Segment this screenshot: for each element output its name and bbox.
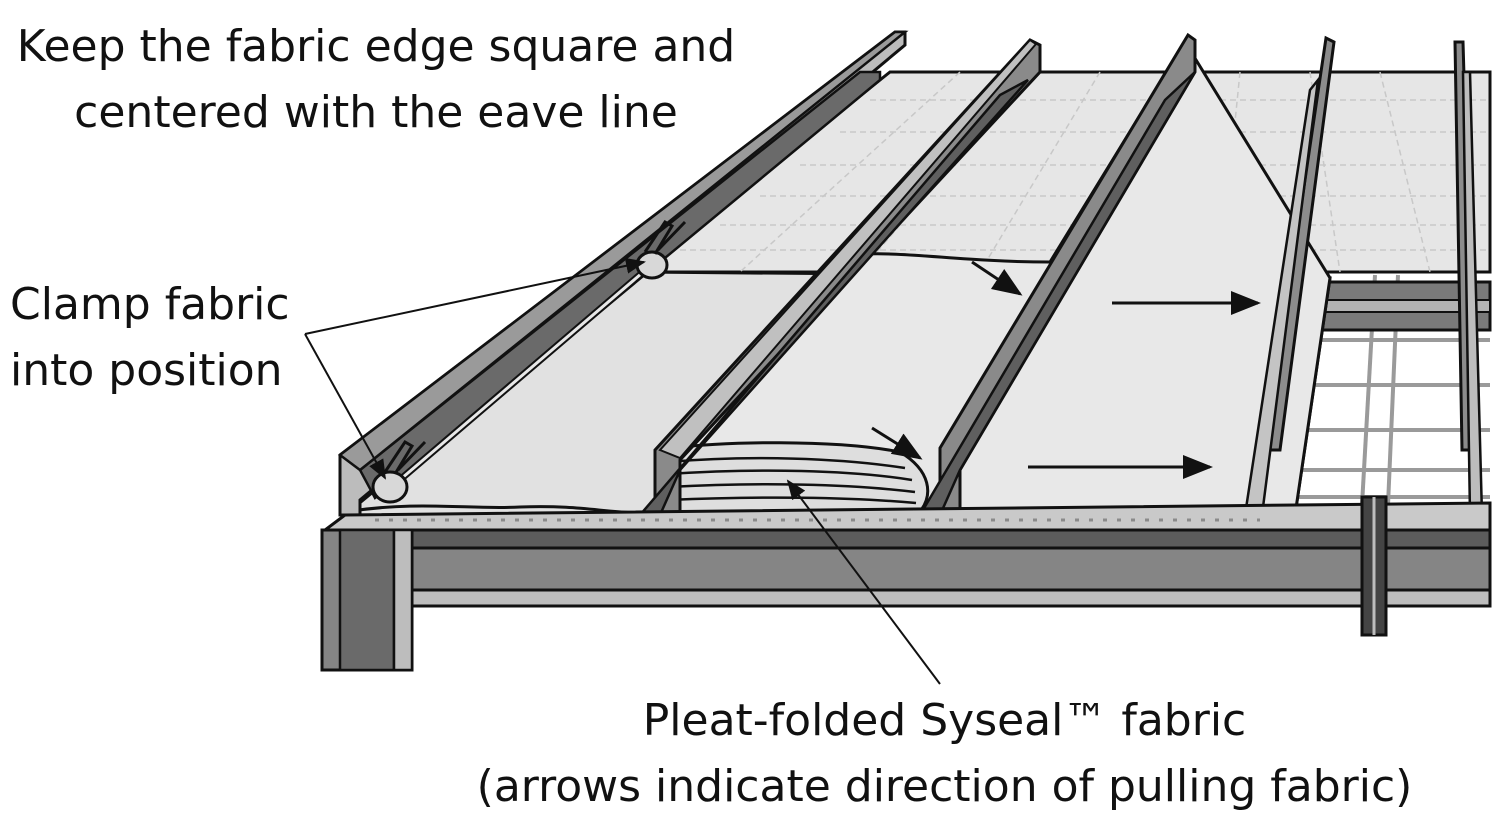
caption-clamp-instruction: Clamp fabric into position — [10, 272, 290, 404]
purlin-1 — [337, 30, 909, 517]
eave-beam — [320, 501, 1492, 608]
caption-pleat-line-2: (arrows indicate direction of pulling fa… — [476, 761, 1413, 812]
pull-arrow-lower-diagonal — [871, 426, 923, 460]
clamp-lower-icon — [371, 440, 427, 504]
caption-clamp-line-2: into position — [10, 345, 283, 396]
purlin-3 — [917, 32, 1197, 517]
purlin-2 — [637, 38, 1042, 517]
purlin-5 — [1453, 40, 1484, 517]
caption-eave-line-2: centered with the eave line — [74, 87, 678, 138]
pull-direction-arrows — [871, 260, 1261, 479]
caption-clamp-line-1: Clamp fabric — [10, 279, 290, 330]
caption-eave-instruction: Keep the fabric edge square and centered… — [6, 14, 746, 146]
caption-eave-line-1: Keep the fabric edge square and — [16, 21, 736, 72]
leader-lines — [304, 257, 941, 685]
clamp-rod — [392, 259, 658, 487]
pull-arrow-upper-diagonal — [971, 260, 1023, 296]
tie-bar — [1360, 495, 1388, 637]
caption-pleat-line-1: Pleat-folded Syseal™ fabric — [642, 695, 1247, 746]
purlin-4 — [1243, 35, 1336, 517]
pleat-folded-fabric — [658, 441, 930, 516]
caption-pleat-fabric: Pleat-folded Syseal™ fabric (arrows indi… — [462, 688, 1427, 820]
support-column — [320, 528, 414, 672]
